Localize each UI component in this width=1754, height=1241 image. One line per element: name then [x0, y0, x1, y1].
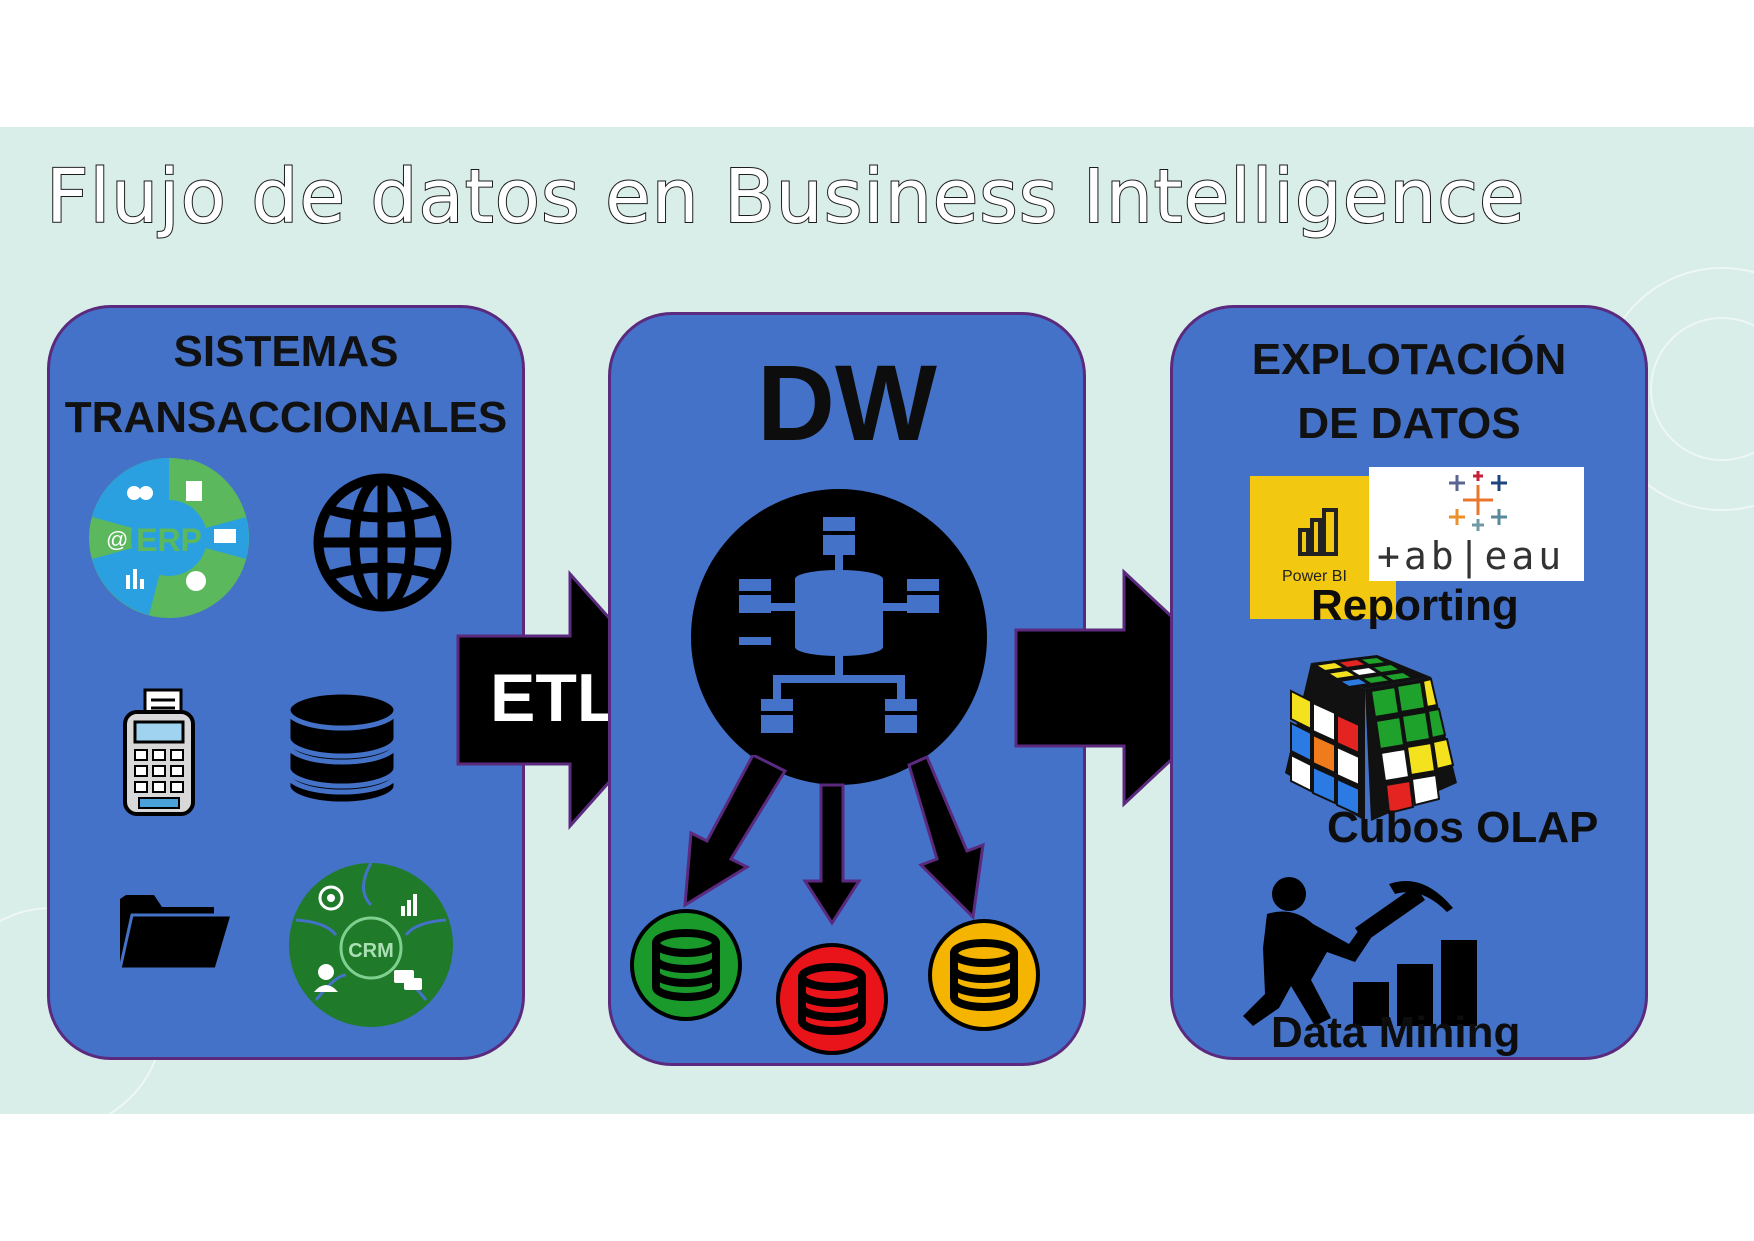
- sources-heading-line2: TRANSACCIONALES: [64, 393, 508, 442]
- tableau-label: +ab|eau: [1377, 534, 1566, 578]
- olap-cube-icon: [1285, 655, 1457, 821]
- datamart-green-icon: [630, 909, 742, 1021]
- exploitation-panel: EXPLOTACIÓN DE DATOS Power BI +ab|e: [1170, 305, 1648, 1060]
- exploitation-heading-line1: EXPLOTACIÓN: [1251, 335, 1567, 384]
- exploitation-heading-line2: DE DATOS: [1297, 399, 1521, 448]
- globe-icon: [313, 473, 452, 612]
- powerbi-bars-icon: [1298, 508, 1338, 556]
- star-schema-icon: [691, 489, 987, 785]
- warehouse-panel: DW: [608, 312, 1086, 1066]
- powerbi-label: Power BI: [1282, 568, 1347, 585]
- etl-label: ETL: [490, 660, 619, 736]
- database-icon: [285, 689, 399, 807]
- datamart-arrows: [683, 755, 985, 926]
- crm-icon: CRM: [289, 862, 453, 1027]
- folder-icon: [118, 895, 234, 971]
- tableau-crosses-icon: [1449, 471, 1507, 531]
- erp-label: ERP: [136, 522, 202, 558]
- datamart-yellow-icon: [928, 919, 1040, 1031]
- pos-terminal-icon: [123, 688, 195, 816]
- datamart-red-icon: [776, 943, 888, 1055]
- svg-text:@: @: [106, 527, 128, 552]
- sources-panel: SISTEMAS TRANSACCIONALES ERP @: [47, 305, 525, 1060]
- dw-label: DW: [757, 342, 937, 463]
- tableau-logo: +ab|eau: [1369, 467, 1584, 581]
- sources-heading-line1: SISTEMAS: [173, 327, 399, 376]
- page-title: Flujo de datos en Business Intelligence: [45, 153, 1526, 241]
- olap-label: Cubos OLAP: [1327, 803, 1599, 852]
- mining-label: Data Mining: [1271, 1008, 1521, 1057]
- crm-label: CRM: [348, 940, 394, 962]
- erp-icon: ERP @: [89, 458, 249, 618]
- reporting-label: Reporting: [1311, 581, 1519, 630]
- data-mining-icon: [1243, 877, 1477, 1026]
